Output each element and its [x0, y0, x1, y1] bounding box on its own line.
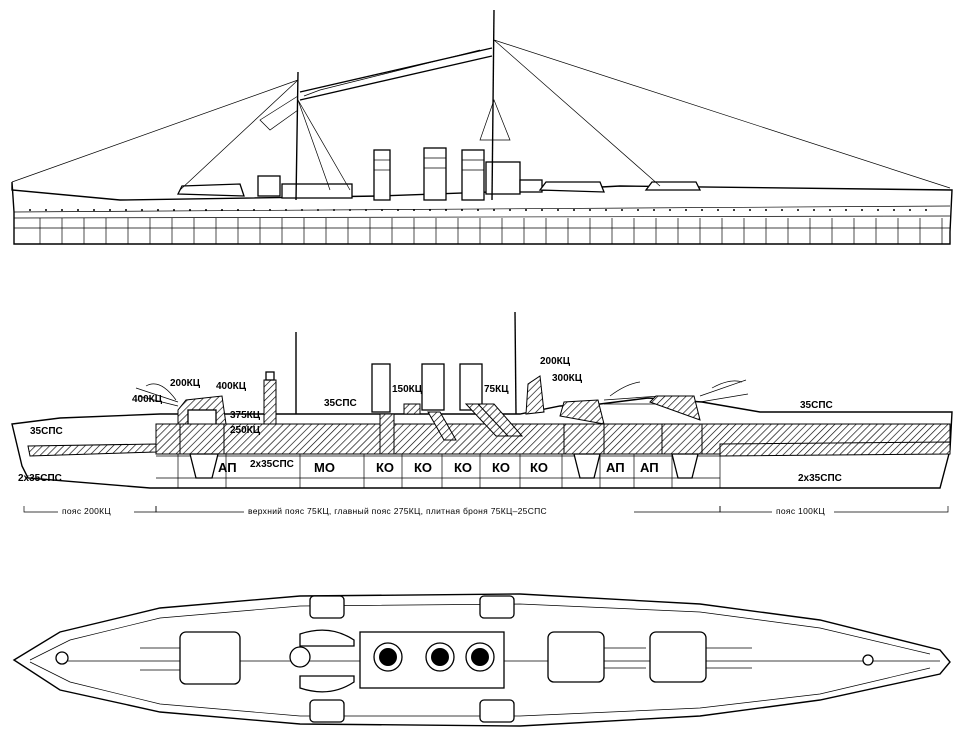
compartment-label: АП: [218, 460, 237, 475]
turret-plan: [649, 631, 707, 683]
belt-legend: пояс 200КЦ верхний пояс 75КЦ, главный по…: [23, 505, 949, 517]
turret-plan: [179, 631, 241, 685]
funnel: [461, 149, 485, 201]
compartment-label: АП: [640, 460, 659, 475]
armour-labels: 200КЦ 400КЦ 400КЦ 375КЦ 250КЦ 35СПС 2x35…: [18, 356, 842, 484]
belt-legend-bow: пояс 200КЦ: [62, 506, 111, 516]
belt-legend-middle: верхний пояс 75КЦ, главный пояс 275КЦ, п…: [248, 506, 547, 516]
label-turret-aft-top: 200КЦ: [540, 356, 571, 367]
label-turret-fwd-top: 200КЦ: [170, 378, 201, 389]
turret-plan: [547, 631, 605, 683]
label-tower-150: 150КЦ: [392, 384, 423, 395]
compartment-label: МО: [314, 460, 335, 475]
belt-legend-stern: пояс 100КЦ: [776, 506, 825, 516]
label-barbette-fwd-lower: 375КЦ: [230, 410, 261, 421]
label-deck-main: 35СПС: [324, 398, 357, 409]
plan-view: [12, 593, 951, 727]
compartment-label: АП: [606, 460, 625, 475]
label-deck-mid-fwd: 2x35СПС: [250, 459, 294, 470]
funnel: [423, 147, 447, 201]
label-deck-stern-lower: 2x35СПС: [798, 473, 842, 484]
label-turret-fwd-face: 400КЦ: [216, 381, 247, 392]
label-barbette-fwd-base: 250КЦ: [230, 425, 261, 436]
label-deck-stern: 35СПС: [800, 400, 833, 411]
compartment-label: КО: [492, 460, 510, 475]
compartment-label: КО: [454, 460, 472, 475]
funnel: [373, 149, 391, 201]
compartment-label: КО: [530, 460, 548, 475]
label-deck-bow: 35СПС: [30, 426, 63, 437]
side-elevation: [11, 9, 953, 245]
label-turret-aft-face: 300КЦ: [552, 373, 583, 384]
compartment-labels: АП МО КО КО КО КО КО АП АП: [218, 460, 659, 475]
compartment-label: КО: [376, 460, 394, 475]
label-barbette-fwd: 400КЦ: [132, 394, 163, 405]
compartment-label: КО: [414, 460, 432, 475]
armour-profile: [11, 311, 953, 489]
label-tower-75: 75КЦ: [484, 384, 509, 395]
label-deck-bow-lower: 2x35СПС: [18, 473, 62, 484]
